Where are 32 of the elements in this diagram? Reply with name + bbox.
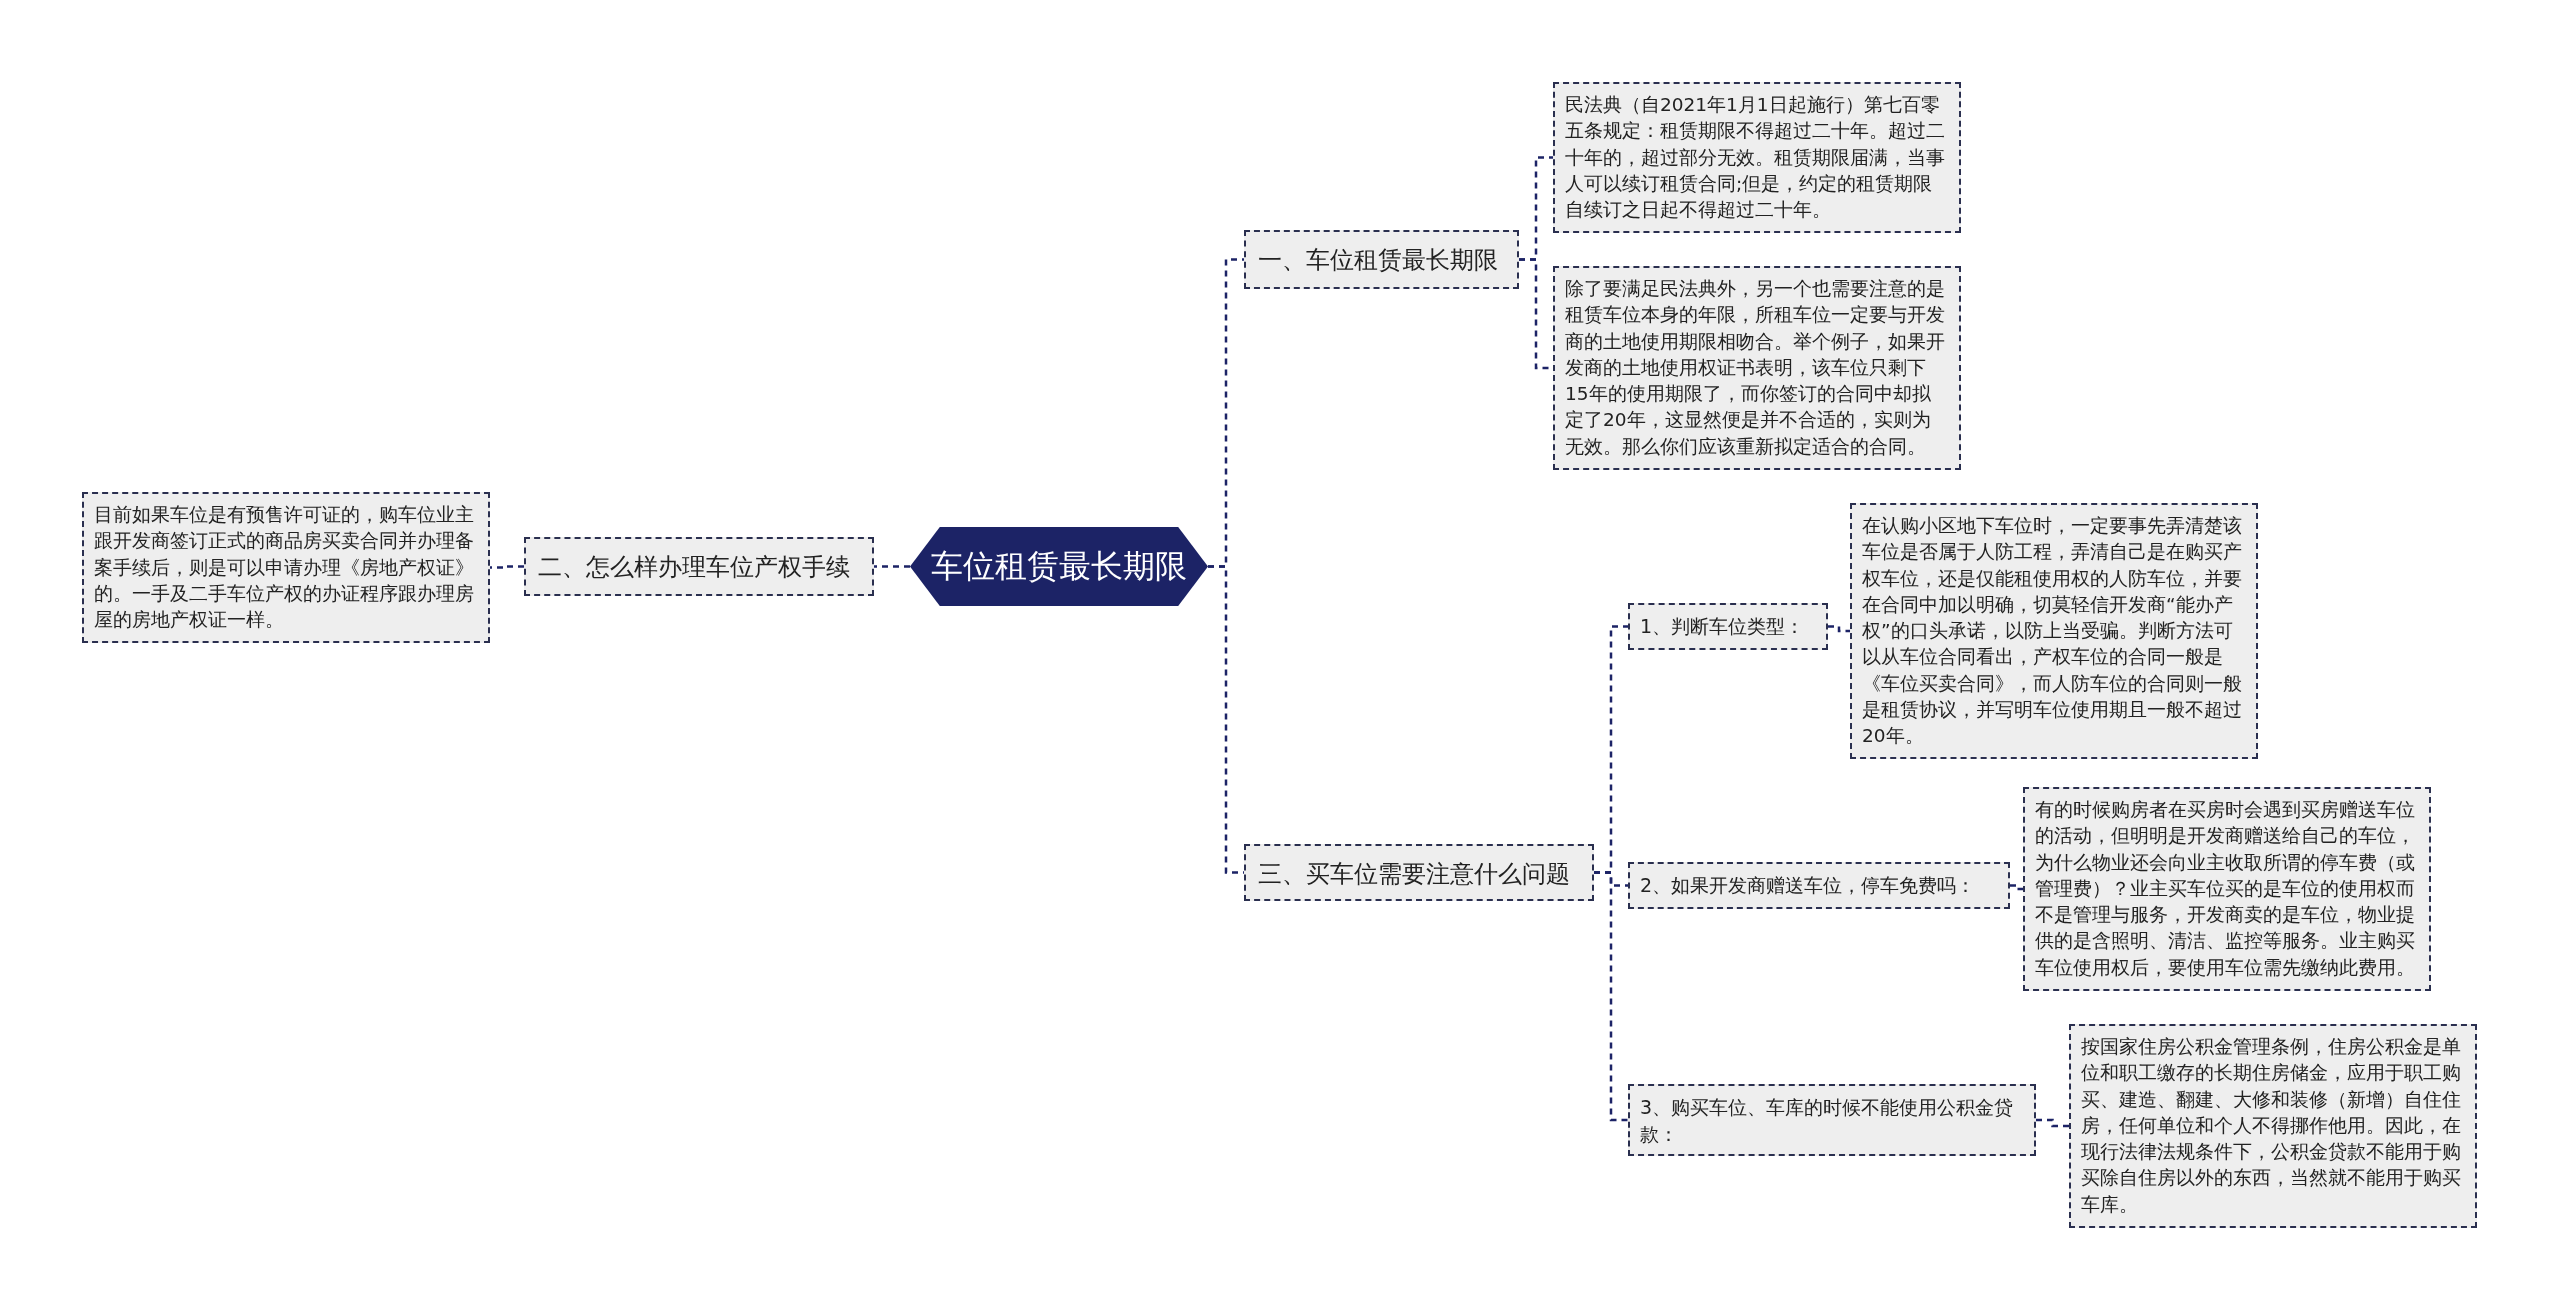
topic-text: 三、买车位需要注意什么问题 (1258, 860, 1570, 888)
connector-line (490, 565, 524, 569)
central-topic (910, 527, 1208, 606)
subtopic-box (1628, 1084, 2036, 1156)
topic-text: 一、车位租赁最长期限 (1258, 246, 1498, 274)
note-text: 有的时候购房者在买房时会遇到买房赠送车位的活动，但明明是开发商赠送给自己的车位，为什么物业还会向业主收取所谓的停车费（或管理费）？业主买车位买的是车位的使用权而不是管理与服务，开发商卖的是车位，物业提供的是含照明、清洁、监控等服务。业主购买车位使用权后，要使用车位需先缴纳此费用。 (2035, 799, 2415, 978)
subtopic-box (1628, 603, 1828, 650)
topic-box (524, 537, 874, 596)
connector-line (874, 565, 910, 568)
connector-line (2036, 1118, 2069, 1128)
topic-box (1244, 230, 1519, 289)
note-text: 目前如果车位是有预售许可证的，购车位业主跟开发商签订正式的商品房买卖合同并办理备案手续后，则是可以申请办理《房地产权证》的。一手及二手车位产权的办证程序跟办理房屋的房地产权证一样。 (94, 504, 474, 631)
note-box (82, 492, 490, 644)
topic-text: 3、购买车位、车库的时候不能使用公积金贷款： (1640, 1096, 2014, 1145)
connector-line (1594, 871, 1628, 1122)
subtopic-box (1628, 862, 2010, 909)
note-text: 除了要满足民法典外，另一个也需要注意的是租赁车位本身的年限，所租车位一定要与开发商的土地使用期限相吻合。举个例子，如果开发商的土地使用权证书表明，该车位只剩下15年的使用期限了，而你签订的合同中却拟定了20年，这显然便是并不合适的，实则为无效。那么你们应该重新拟定适合的合同。 (1565, 278, 1945, 457)
topic-text: 2、如果开发商赠送车位，停车免费吗： (1640, 874, 1976, 896)
title-text: 车位租赁最长期限 (931, 545, 1187, 587)
topic-box (1244, 844, 1594, 901)
note-box (1553, 82, 1961, 234)
note-text: 按国家住房公积金管理条例，住房公积金是单位和职工缴存的长期住房储金，应用于职工购买、建造、翻建、大修和装修（新增）自住住房，任何单位和个人不得挪作他用。因此，在现行法律法规条件下，公积金贷款不能用于购买除自住房以外的东西，当然就不能用于购买车库。 (2081, 1036, 2461, 1215)
note-text: 民法典（自2021年1月1日起施行）第七百零五条规定：租赁期限不得超过二十年。超过二十年的，超过部分无效。租赁期限届满，当事人可以续订租赁合同;但是，约定的租赁期限自续订之日起不得超过二十年。 (1565, 94, 1945, 221)
note-box (2023, 787, 2431, 991)
topic-text: 1、判断车位类型： (1640, 615, 1805, 637)
note-box (1850, 503, 2258, 760)
connector-line (1828, 625, 1850, 633)
note-box (1553, 266, 1961, 470)
note-text: 在认购小区地下车位时，一定要事先弄清楚该车位是否属于人防工程，弄清自己是在购买产权车位，还是仅能租使用权的人防车位，并要在合同中加以明确，切莫轻信开发商“能办产权”的口头承诺，以防上当受骗。判断方法可以从车位合同看出，产权车位的合同一般是《车位买卖合同》，而人防车位的合同则一般是租赁协议，并写明车位使用期且一般不超过20年。 (1862, 515, 2242, 747)
note-box (2069, 1024, 2477, 1228)
topic-text: 二、怎么样办理车位产权手续 (538, 553, 850, 581)
connector-line (2010, 884, 2023, 891)
